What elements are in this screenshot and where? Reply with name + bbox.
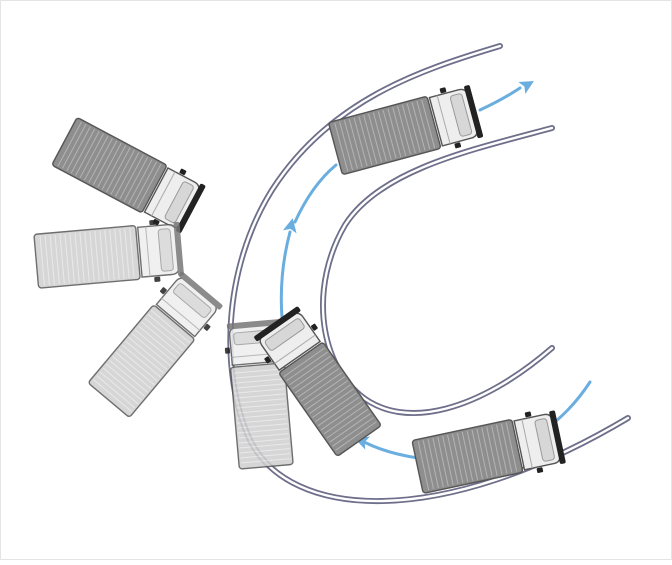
path-arrow-icon [282,218,297,234]
truck-icon [411,410,566,494]
path-arrow-exit [478,81,534,112]
trucks [33,85,566,494]
road-outer-edge [227,43,631,504]
truck-icon [52,117,206,233]
path-arrow-left [279,218,297,320]
truck-icon [88,271,223,417]
path-arrow-upper [293,163,338,224]
road-lanes [227,43,631,504]
truck-icon [254,306,381,456]
path-arrow-icon [518,81,534,95]
motion-paths [279,81,592,460]
truck-icon [33,219,184,289]
truck-icon [328,85,484,175]
road-inner-edge [320,125,555,416]
